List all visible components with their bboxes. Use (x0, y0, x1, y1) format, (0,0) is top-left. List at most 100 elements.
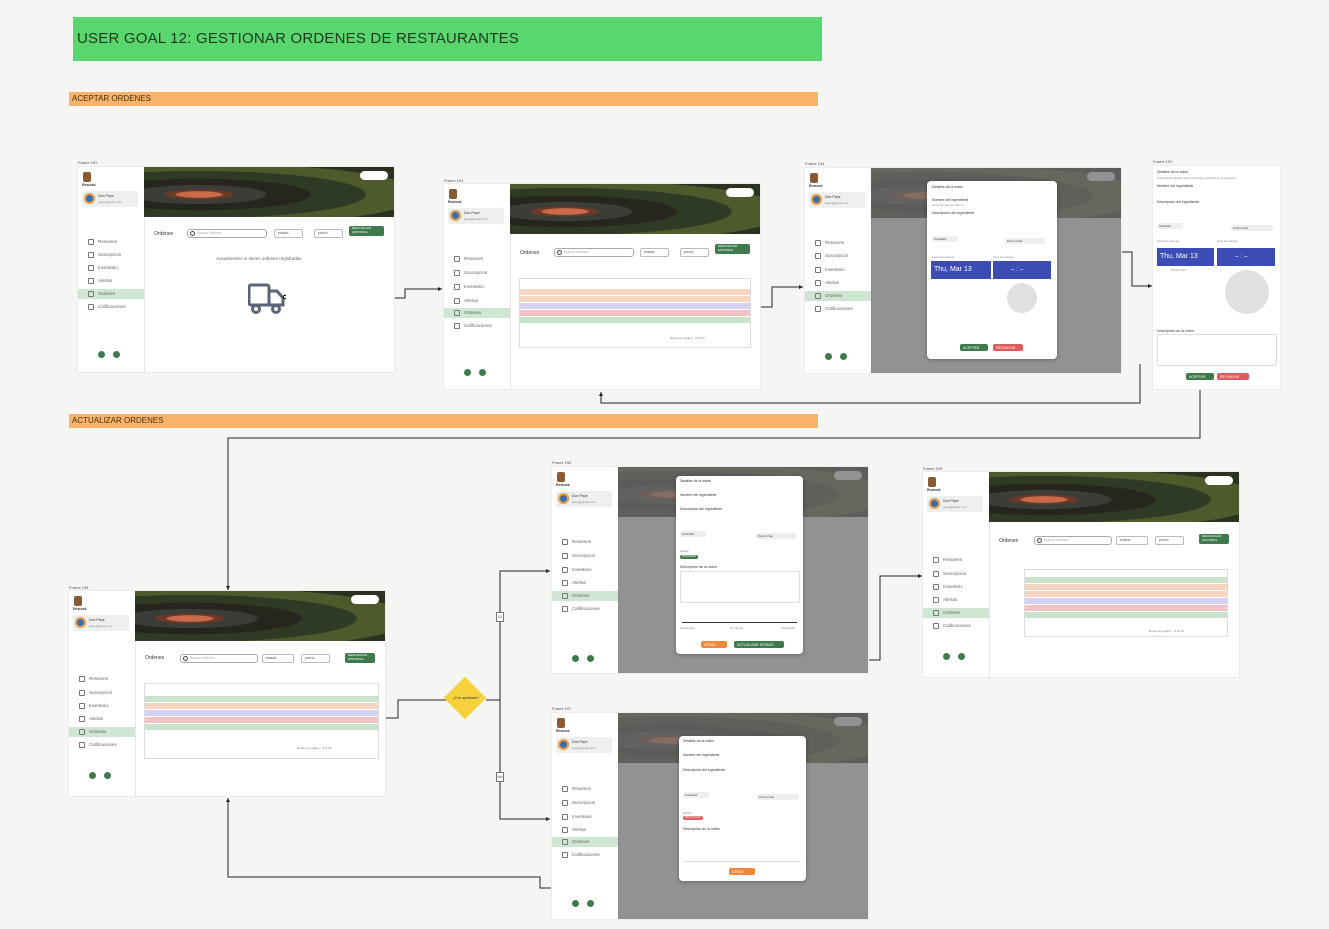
settings-icon[interactable] (464, 369, 471, 376)
step-entregado[interactable]: Entregado (782, 626, 795, 630)
table-row[interactable] (145, 710, 378, 716)
nav-suscripcion[interactable]: Suscripcion (69, 688, 135, 698)
settings-icon[interactable] (89, 772, 96, 779)
logout-icon[interactable] (113, 351, 120, 358)
pagination[interactable]: Rows per page 1 - 5 of 10 (1149, 629, 1184, 633)
filter-estado[interactable]: estado (274, 229, 303, 238)
nav-resumen[interactable]: Resumen (552, 537, 618, 547)
step-en-camino[interactable]: En camino (730, 626, 744, 630)
time-picker[interactable]: –:– (1217, 248, 1275, 320)
nav-resumen[interactable]: Resumen (69, 674, 135, 684)
user-menu-button[interactable] (351, 595, 379, 604)
nav-resumen[interactable]: Resumen (444, 254, 510, 264)
logout-icon[interactable] (479, 369, 486, 376)
table-row[interactable] (145, 724, 378, 730)
table-row[interactable] (520, 303, 750, 309)
nav-ordenes[interactable]: Ordenes (552, 591, 618, 601)
order-desc-textarea[interactable] (683, 833, 801, 862)
table-row[interactable] (1025, 612, 1227, 618)
nav-ordenes[interactable]: Ordenes (444, 308, 510, 318)
table-row[interactable] (145, 717, 378, 723)
settings-icon[interactable] (825, 353, 832, 360)
search-input[interactable]: Buscar ordenes (554, 248, 634, 257)
update-state-button[interactable]: ACTUALIZAR ESTADO (734, 641, 784, 648)
nav-inventario[interactable]: Inventario (552, 565, 618, 575)
nav-ordenes[interactable]: Ordenes (805, 291, 871, 301)
settings-icon[interactable] (572, 900, 579, 907)
table-row[interactable] (520, 296, 750, 302)
pagination[interactable]: Rows per page 1 - 5 of 10 (670, 336, 705, 340)
clock-icon[interactable] (1225, 270, 1269, 314)
nav-calificaciones[interactable]: Calificaciones (78, 302, 144, 312)
nav-inventario[interactable]: Inventario (552, 812, 618, 822)
filter-estado[interactable]: estado (262, 654, 294, 663)
logout-icon[interactable] (587, 655, 594, 662)
step-preparando[interactable]: Preparando (680, 626, 695, 630)
table-row[interactable] (520, 317, 750, 323)
accept-button[interactable]: ACEPTAR (1186, 373, 1214, 380)
logout-icon[interactable] (587, 900, 594, 907)
filter-estado[interactable]: estado (1116, 536, 1148, 545)
nav-ordenes[interactable]: Ordenes (923, 608, 989, 618)
nav-inventario[interactable]: Inventario (805, 265, 871, 275)
nav-calificaciones[interactable]: Calificaciones (444, 321, 510, 331)
table-row[interactable] (145, 696, 378, 702)
nav-calificaciones[interactable]: Calificaciones (805, 304, 871, 314)
nav-alertas[interactable]: Alertas (552, 825, 618, 835)
nav-calificaciones[interactable]: Calificaciones (69, 740, 135, 750)
nav-resumen[interactable]: Resumen (552, 784, 618, 794)
profile-card[interactable]: Don Pepe pepe@gmail.com (82, 191, 138, 207)
back-button[interactable]: ATRAS (701, 641, 727, 648)
nav-calificaciones[interactable]: Calificaciones (552, 850, 618, 860)
nav-inventario[interactable]: Inventario (69, 701, 135, 711)
date-picker[interactable]: Thu, Mar 13 March 2025 (1157, 248, 1217, 318)
nav-calificaciones[interactable]: Calificaciones (552, 604, 618, 614)
table-row[interactable] (1025, 584, 1227, 590)
logout-icon[interactable] (958, 653, 965, 660)
table-row[interactable] (1025, 591, 1227, 597)
nav-alertas[interactable]: Alertas (552, 578, 618, 588)
date-picker[interactable]: Thu, Mar 13 (931, 261, 991, 321)
nav-resumen[interactable]: Resumen (923, 555, 989, 565)
logout-icon[interactable] (840, 353, 847, 360)
table-row[interactable] (520, 310, 750, 316)
filter-precio[interactable]: precio (680, 248, 709, 257)
back-button[interactable]: ATRAS (729, 868, 755, 875)
nav-ordenes[interactable]: Ordenes (552, 837, 618, 847)
settings-icon[interactable] (943, 653, 950, 660)
search-input[interactable]: Buscar ordenes (187, 229, 267, 238)
nav-alertas[interactable]: Alertas (444, 296, 510, 306)
table-row[interactable] (520, 289, 750, 295)
download-button[interactable]: DESCARGAR HISTORIAL (349, 226, 384, 236)
filter-precio[interactable]: precio (301, 654, 330, 663)
table-row[interactable] (1025, 598, 1227, 604)
nav-suscripcion[interactable]: Suscripcion (552, 551, 618, 561)
nav-alertas[interactable]: Alertas (923, 595, 989, 605)
table-row[interactable] (1025, 577, 1227, 583)
filter-precio[interactable]: precio (1155, 536, 1184, 545)
nav-inventario[interactable]: Inventario (444, 282, 510, 292)
pagination[interactable]: Rows per page 1 - 5 of 10 (297, 746, 332, 750)
filter-precio[interactable]: precio (314, 229, 343, 238)
clock-icon[interactable] (1007, 283, 1037, 313)
nav-alertas[interactable]: Alertas (69, 714, 135, 724)
nav-suscripcion[interactable]: Suscripcion (444, 268, 510, 278)
user-menu-button[interactable] (360, 171, 388, 180)
nav-alertas[interactable]: Alertas (78, 276, 144, 286)
table-row[interactable] (145, 703, 378, 709)
nav-suscripcion[interactable]: Suscripcion (552, 798, 618, 808)
nav-inventario[interactable]: Inventario (923, 582, 989, 592)
nav-calificaciones[interactable]: Calificaciones (923, 621, 989, 631)
table-row[interactable] (1025, 605, 1227, 611)
user-menu-button[interactable] (1205, 476, 1233, 485)
nav-ordenes[interactable]: Ordenes (69, 727, 135, 737)
search-input[interactable]: Buscar ordenes (1034, 536, 1112, 545)
filter-estado[interactable]: estado (640, 248, 669, 257)
download-button[interactable]: DESCARGAR HISTORIAL (715, 244, 750, 254)
